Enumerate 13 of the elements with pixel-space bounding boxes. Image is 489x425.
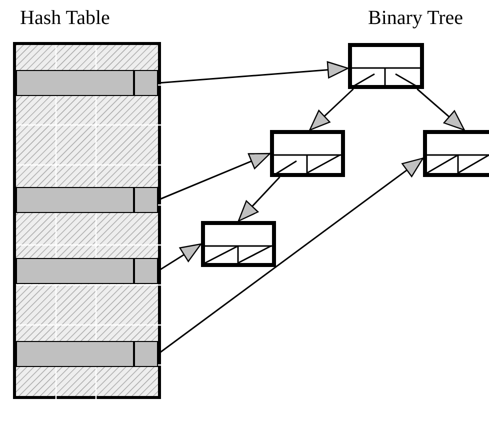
arrow — [416, 88, 465, 131]
tree-node — [423, 130, 489, 177]
hash-slot — [16, 70, 158, 96]
tree-node — [201, 221, 276, 267]
tree-heading: Binary Tree — [368, 8, 463, 28]
hash-slot — [16, 187, 158, 213]
arrow — [309, 88, 354, 131]
hash-slot — [16, 341, 158, 367]
table-heading: Hash Table — [20, 8, 110, 28]
tree-node — [348, 43, 424, 89]
arrow — [238, 176, 280, 222]
hash-slot — [16, 258, 158, 284]
tree-node — [270, 130, 345, 177]
